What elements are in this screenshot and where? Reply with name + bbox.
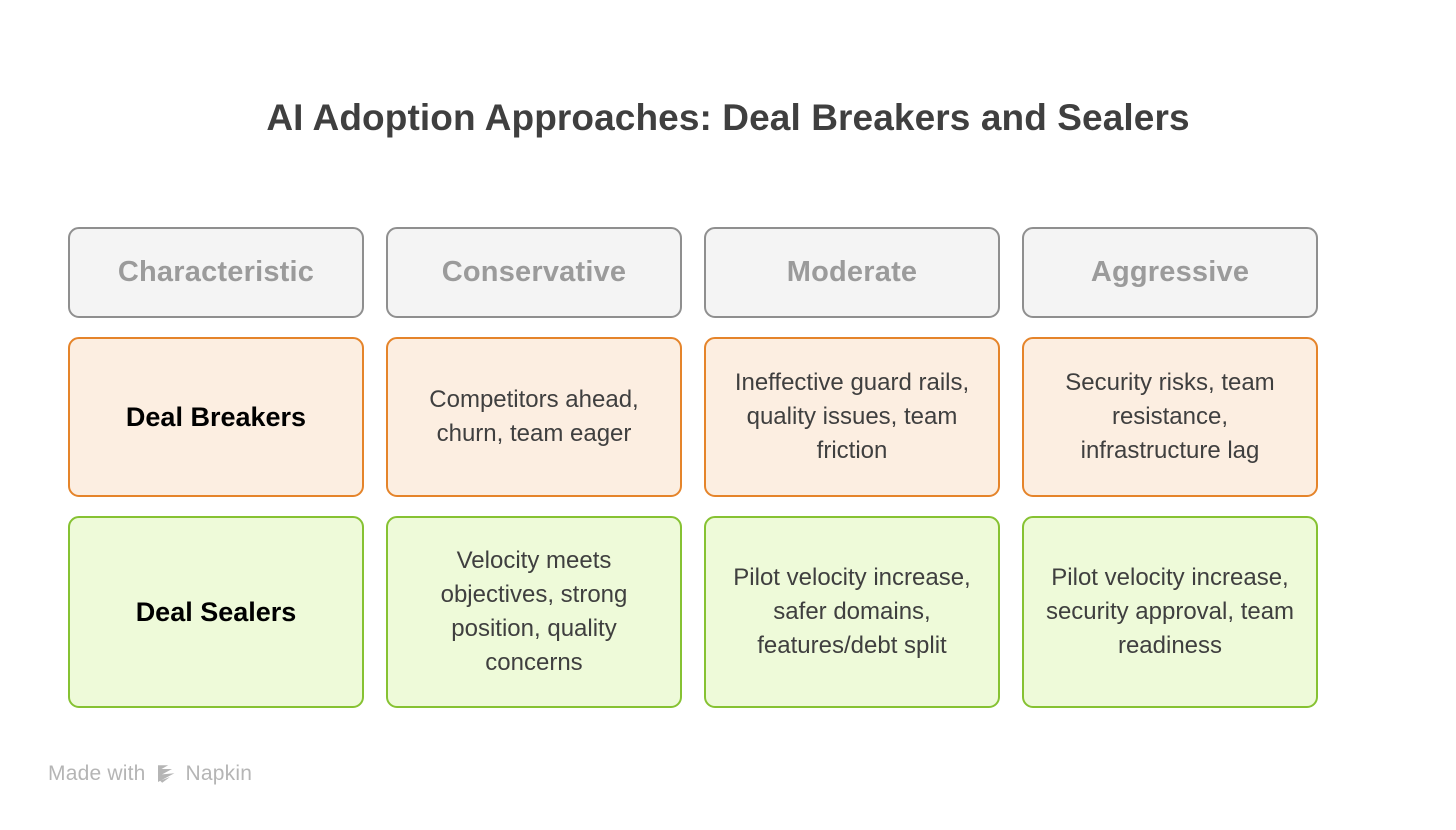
row-label: Deal Breakers <box>125 401 307 432</box>
cell-text: Competitors ahead, churn, team eager <box>429 385 639 447</box>
header-label: Aggressive <box>1090 256 1250 288</box>
comparison-table: Characteristic Conservative Moderate Agg… <box>68 227 1388 708</box>
cell-deal-breakers-moderate[interactable]: Ineffective guard rails, quality issues,… <box>704 337 1000 497</box>
cell-text: Pilot velocity increase, security approv… <box>1045 563 1295 660</box>
napkin-logo-icon <box>155 763 177 785</box>
header-label: Conservative <box>441 256 627 288</box>
made-with-napkin-footer[interactable]: Made with Napkin <box>48 762 252 786</box>
table-header-row: Characteristic Conservative Moderate Agg… <box>68 227 1388 318</box>
table-row-deal-breakers: Deal Breakers Competitors ahead, churn, … <box>68 337 1388 497</box>
cell-deal-sealers-conservative[interactable]: Velocity meets objectives, strong positi… <box>386 516 682 708</box>
cell-text: Ineffective guard rails, quality issues,… <box>734 368 970 465</box>
made-with-label: Made with <box>48 762 146 785</box>
header-label: Characteristic <box>117 256 315 288</box>
cell-deal-breakers-aggressive[interactable]: Security risks, team resistance, infrast… <box>1022 337 1318 497</box>
cell-deal-sealers-moderate[interactable]: Pilot velocity increase, safer domains, … <box>704 516 1000 708</box>
napkin-brand-label: Napkin <box>185 762 253 785</box>
row-label-cell-deal-sealers[interactable]: Deal Sealers <box>68 516 364 708</box>
table-header-cell-aggressive[interactable]: Aggressive <box>1022 227 1318 318</box>
row-label-cell-deal-breakers[interactable]: Deal Breakers <box>68 337 364 497</box>
row-label: Deal Sealers <box>135 596 297 627</box>
cell-deal-sealers-aggressive[interactable]: Pilot velocity increase, security approv… <box>1022 516 1318 708</box>
page-title: AI Adoption Approaches: Deal Breakers an… <box>266 97 1190 138</box>
table-header-cell-characteristic[interactable]: Characteristic <box>68 227 364 318</box>
cell-text: Velocity meets objectives, strong positi… <box>440 546 628 677</box>
table-row-deal-sealers: Deal Sealers Velocity meets objectives, … <box>68 516 1388 708</box>
table-header-cell-conservative[interactable]: Conservative <box>386 227 682 318</box>
cell-deal-breakers-conservative[interactable]: Competitors ahead, churn, team eager <box>386 337 682 497</box>
cell-text: Pilot velocity increase, safer domains, … <box>733 563 971 660</box>
header-label: Moderate <box>786 256 918 288</box>
cell-text: Security risks, team resistance, infrast… <box>1065 368 1275 465</box>
table-header-cell-moderate[interactable]: Moderate <box>704 227 1000 318</box>
